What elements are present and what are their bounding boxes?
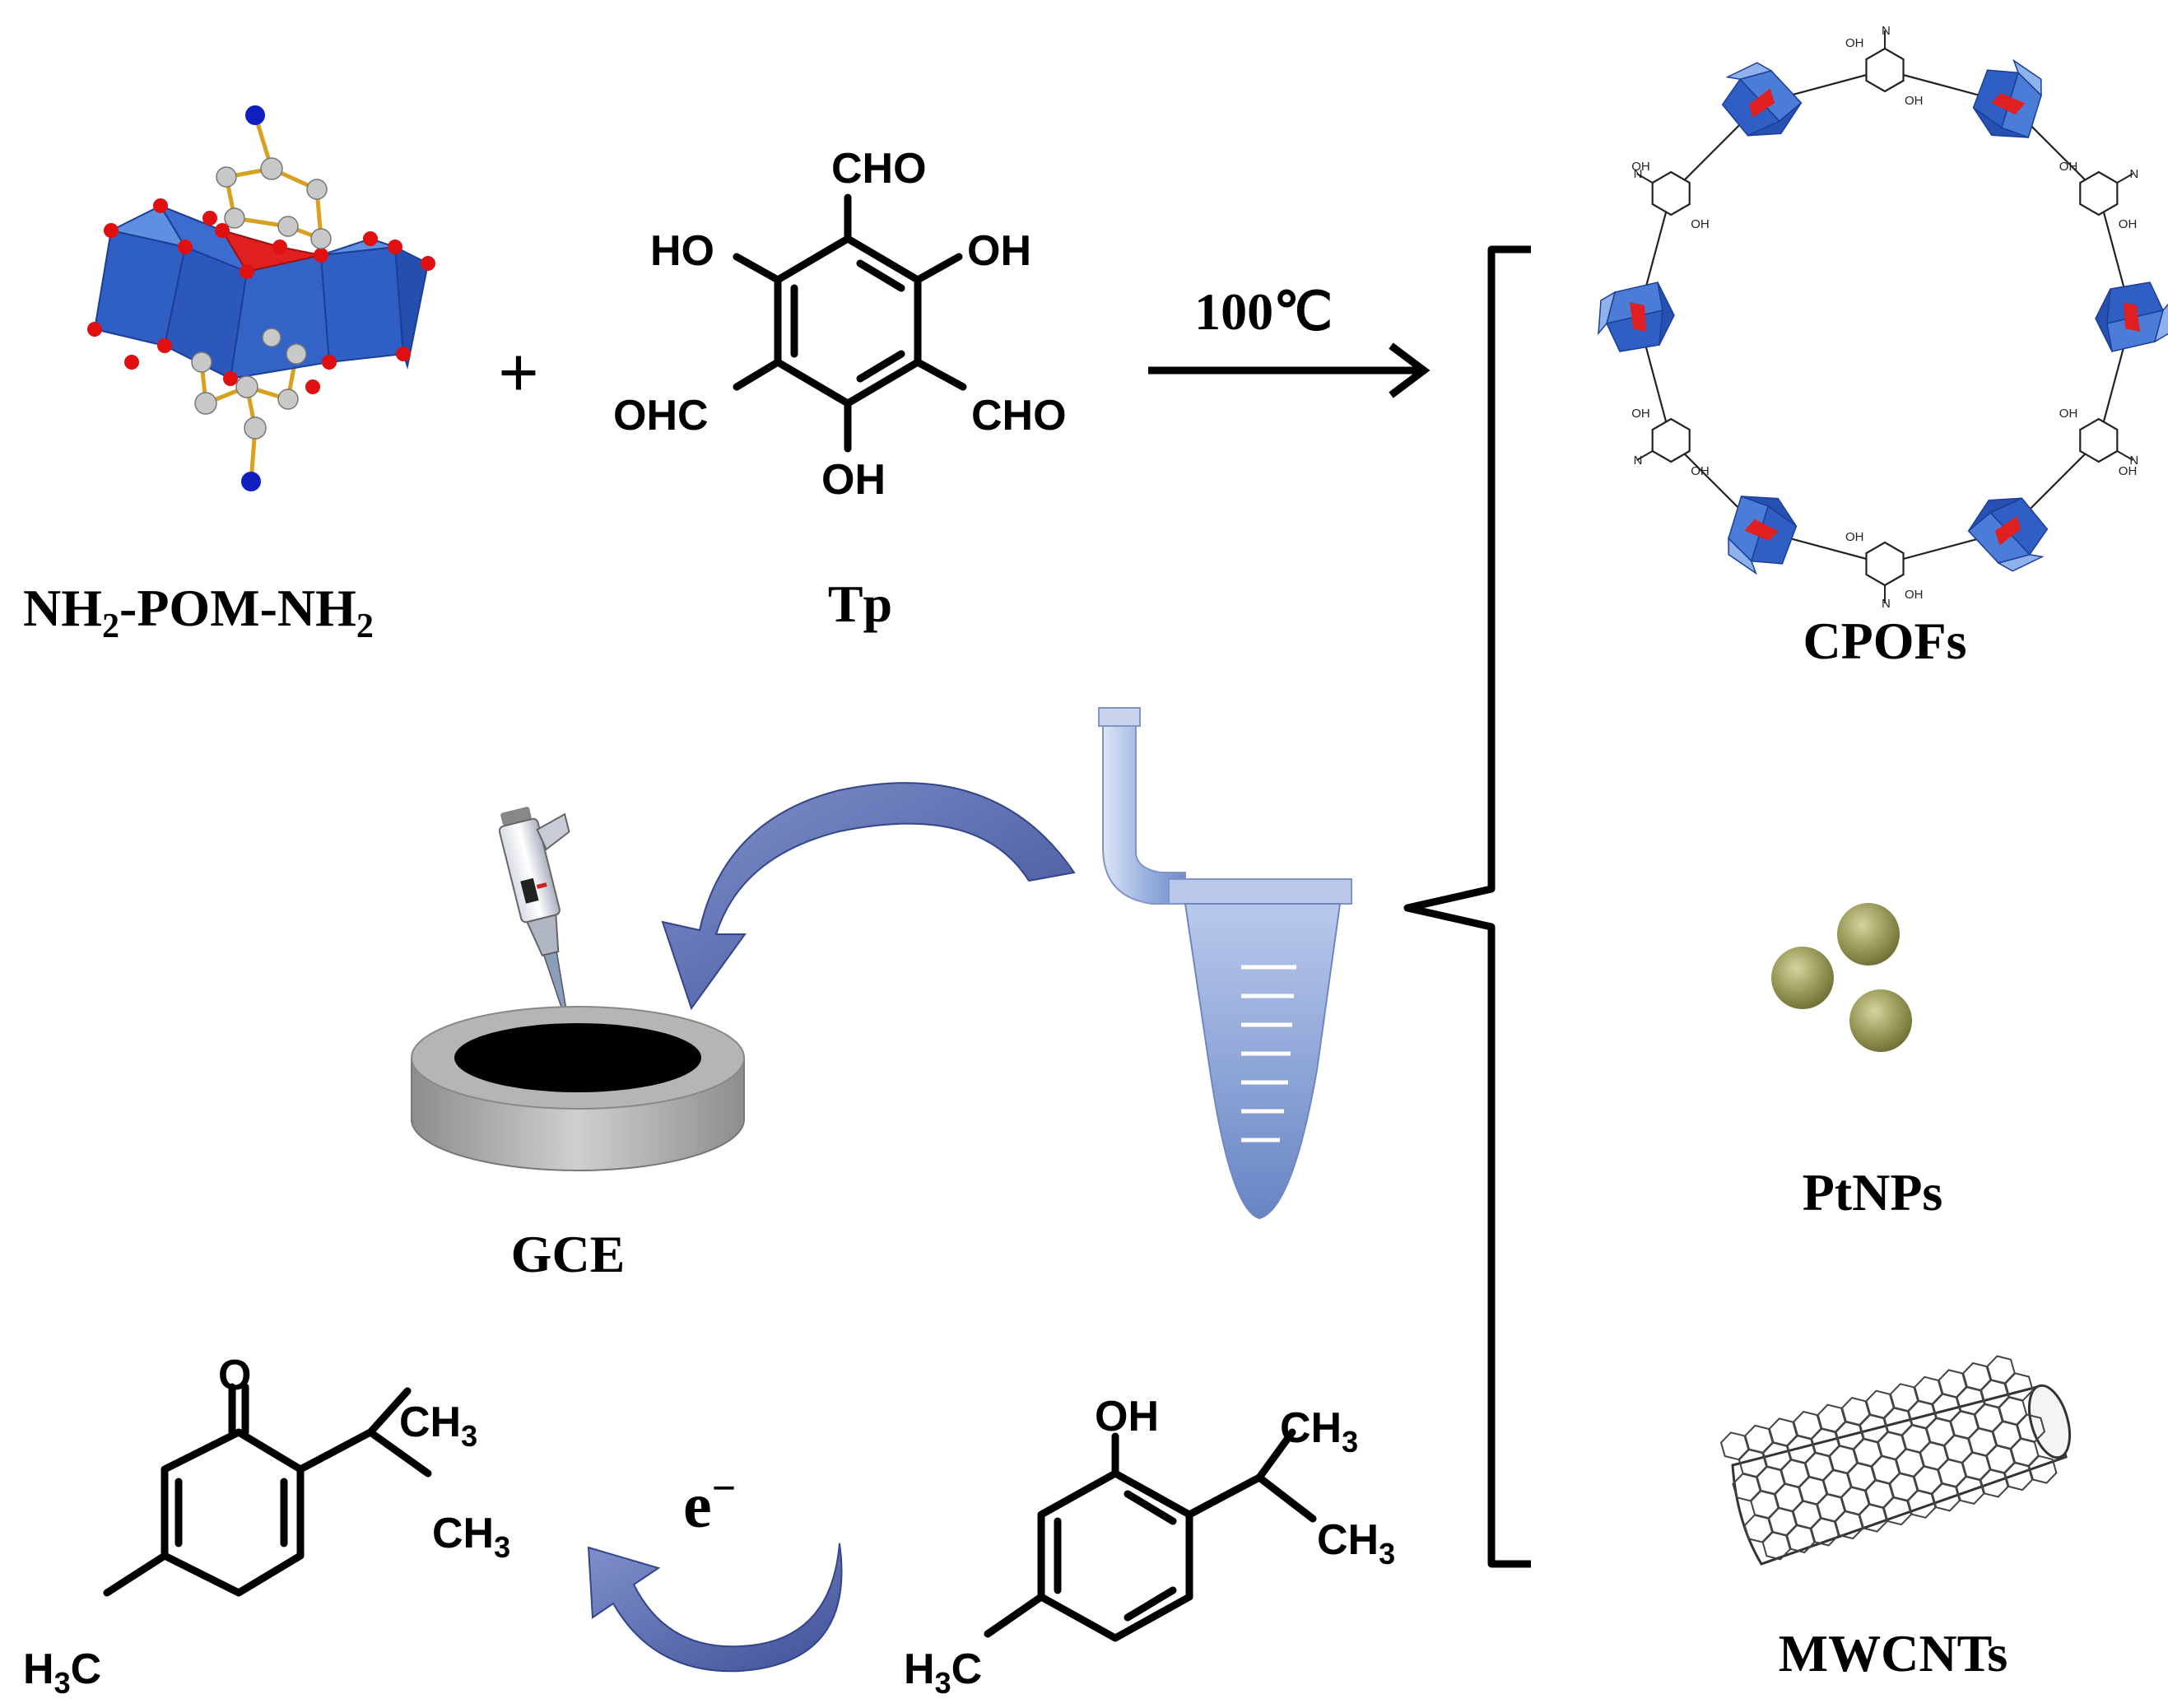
- thymol-molecule: [984, 1428, 1317, 1642]
- cpof-pom-node: [1721, 62, 1803, 137]
- tp-molecule: [733, 193, 967, 453]
- cpof-oh-label: OH: [2119, 217, 2138, 231]
- gce-electrode-graphic: [411, 1006, 745, 1171]
- tp-label: Tp: [828, 575, 892, 633]
- cpof-oh-label: OH: [2119, 464, 2138, 478]
- cpof-benzene-node: [1865, 47, 1905, 93]
- nitrogen-atom-bottom: [241, 472, 261, 491]
- gce-label: GCE: [511, 1225, 626, 1283]
- cpof-branch-bond: [2116, 450, 2133, 461]
- cpof-oh-label: OH: [1905, 588, 1924, 602]
- tp-oh-right: OH: [967, 227, 1031, 275]
- reaction-condition: 100℃: [1194, 282, 1333, 341]
- cnt-hexagon: [1859, 1503, 1888, 1533]
- electron-transfer-arrow: [587, 1543, 843, 1673]
- tp-oh-bottom: OH: [821, 456, 886, 504]
- cpof-pom-node: [1967, 497, 2049, 572]
- cpof-pom-node: [1972, 58, 2042, 138]
- cnt-hexagon: [1907, 1489, 1937, 1519]
- cpof-n-label: N: [1634, 167, 1643, 181]
- product-ch3-b: CH3: [432, 1510, 510, 1564]
- cpof-benzene-node: [2079, 170, 2119, 216]
- product-h3c: H3C: [23, 1645, 101, 1700]
- polyhedra: [93, 203, 430, 380]
- nanoparticle: [1837, 903, 1900, 966]
- pom-label: NH2-POM-NH2: [23, 579, 374, 645]
- carbon-atoms: [191, 157, 332, 440]
- cpof-oh-label: OH: [1631, 407, 1650, 421]
- cpof-benzene-node: [1865, 541, 1905, 587]
- ptnps-label: PtNPs: [1803, 1163, 1943, 1222]
- cpofs-label: CPOFs: [1803, 612, 1966, 670]
- mwcnts-label: MWCNTs: [1779, 1624, 2008, 1682]
- cnt-hexagon: [2028, 1454, 2058, 1484]
- tp-cho-top: CHO: [831, 145, 927, 193]
- plus-sign: +: [498, 333, 539, 413]
- centrifuge-tube: [1098, 707, 1352, 1220]
- cpof-benzene-node: [2079, 417, 2119, 463]
- oxidation-product-molecule: [103, 1383, 432, 1597]
- thymol-h3c: H3C: [904, 1645, 982, 1700]
- tp-ho-left: HO: [650, 227, 714, 275]
- cpof-n-label: N: [2129, 454, 2138, 468]
- electron-label: e−: [683, 1465, 736, 1541]
- cnt-hexagon: [1882, 1496, 1913, 1526]
- cpof-oh-label: OH: [1905, 94, 1924, 108]
- cpof-branch-bond: [1636, 173, 1654, 184]
- cpof-oh-label: OH: [2059, 160, 2078, 174]
- thymol-ch3-b: CH3: [1317, 1516, 1395, 1571]
- thymol-ch3-a: CH3: [1280, 1404, 1358, 1459]
- cpof-pom-node: [2095, 282, 2168, 352]
- cpof-n-label: N: [2129, 167, 2138, 181]
- pom-cluster-graphic: [87, 105, 435, 491]
- reaction-arrow: [1148, 342, 1431, 398]
- cpof-benzene-node: [1651, 170, 1691, 216]
- cpof-oh-label: OH: [1845, 36, 1864, 50]
- tp-ohc-left: OHC: [613, 392, 709, 440]
- tp-cho-right: CHO: [971, 392, 1067, 440]
- transfer-arrow: [661, 782, 1076, 1011]
- cpof-oh-label: OH: [1691, 217, 1710, 231]
- nanoparticle: [1771, 947, 1834, 1009]
- product-ch3-a: CH3: [399, 1399, 477, 1453]
- cpof-branch-bond: [2116, 173, 2133, 184]
- cpof-oh-label: OH: [2059, 407, 2078, 421]
- component-brace: [1403, 245, 1531, 1568]
- pipette-graphic: [498, 807, 570, 1015]
- cpof-branch-bond: [1636, 450, 1654, 461]
- ptnps-graphic: [1771, 903, 1912, 1052]
- tube-graduations: [1241, 965, 1296, 1143]
- thymol-oh: OH: [1095, 1393, 1159, 1440]
- cpof-benzene-node: [1651, 417, 1691, 463]
- cpof-oh-label: OH: [1845, 530, 1864, 544]
- cpof-n-label: N: [1882, 24, 1891, 38]
- cpof-backbone: [1636, 68, 2133, 565]
- cpof-pom-node: [1728, 496, 1798, 575]
- cpof-n-label: N: [1882, 597, 1891, 611]
- oxygen-atoms: [87, 198, 435, 394]
- cpof-pom-node: [1598, 282, 1675, 352]
- cpof-n-label: N: [1634, 454, 1643, 468]
- nitrogen-atom-top: [245, 105, 265, 125]
- cpof-oh-label: OH: [1631, 160, 1650, 174]
- nanoparticle: [1849, 989, 1912, 1052]
- product-o: O: [218, 1352, 251, 1399]
- cpof-oh-label: OH: [1691, 464, 1710, 478]
- mwcnt-graphic: [1719, 1355, 2072, 1566]
